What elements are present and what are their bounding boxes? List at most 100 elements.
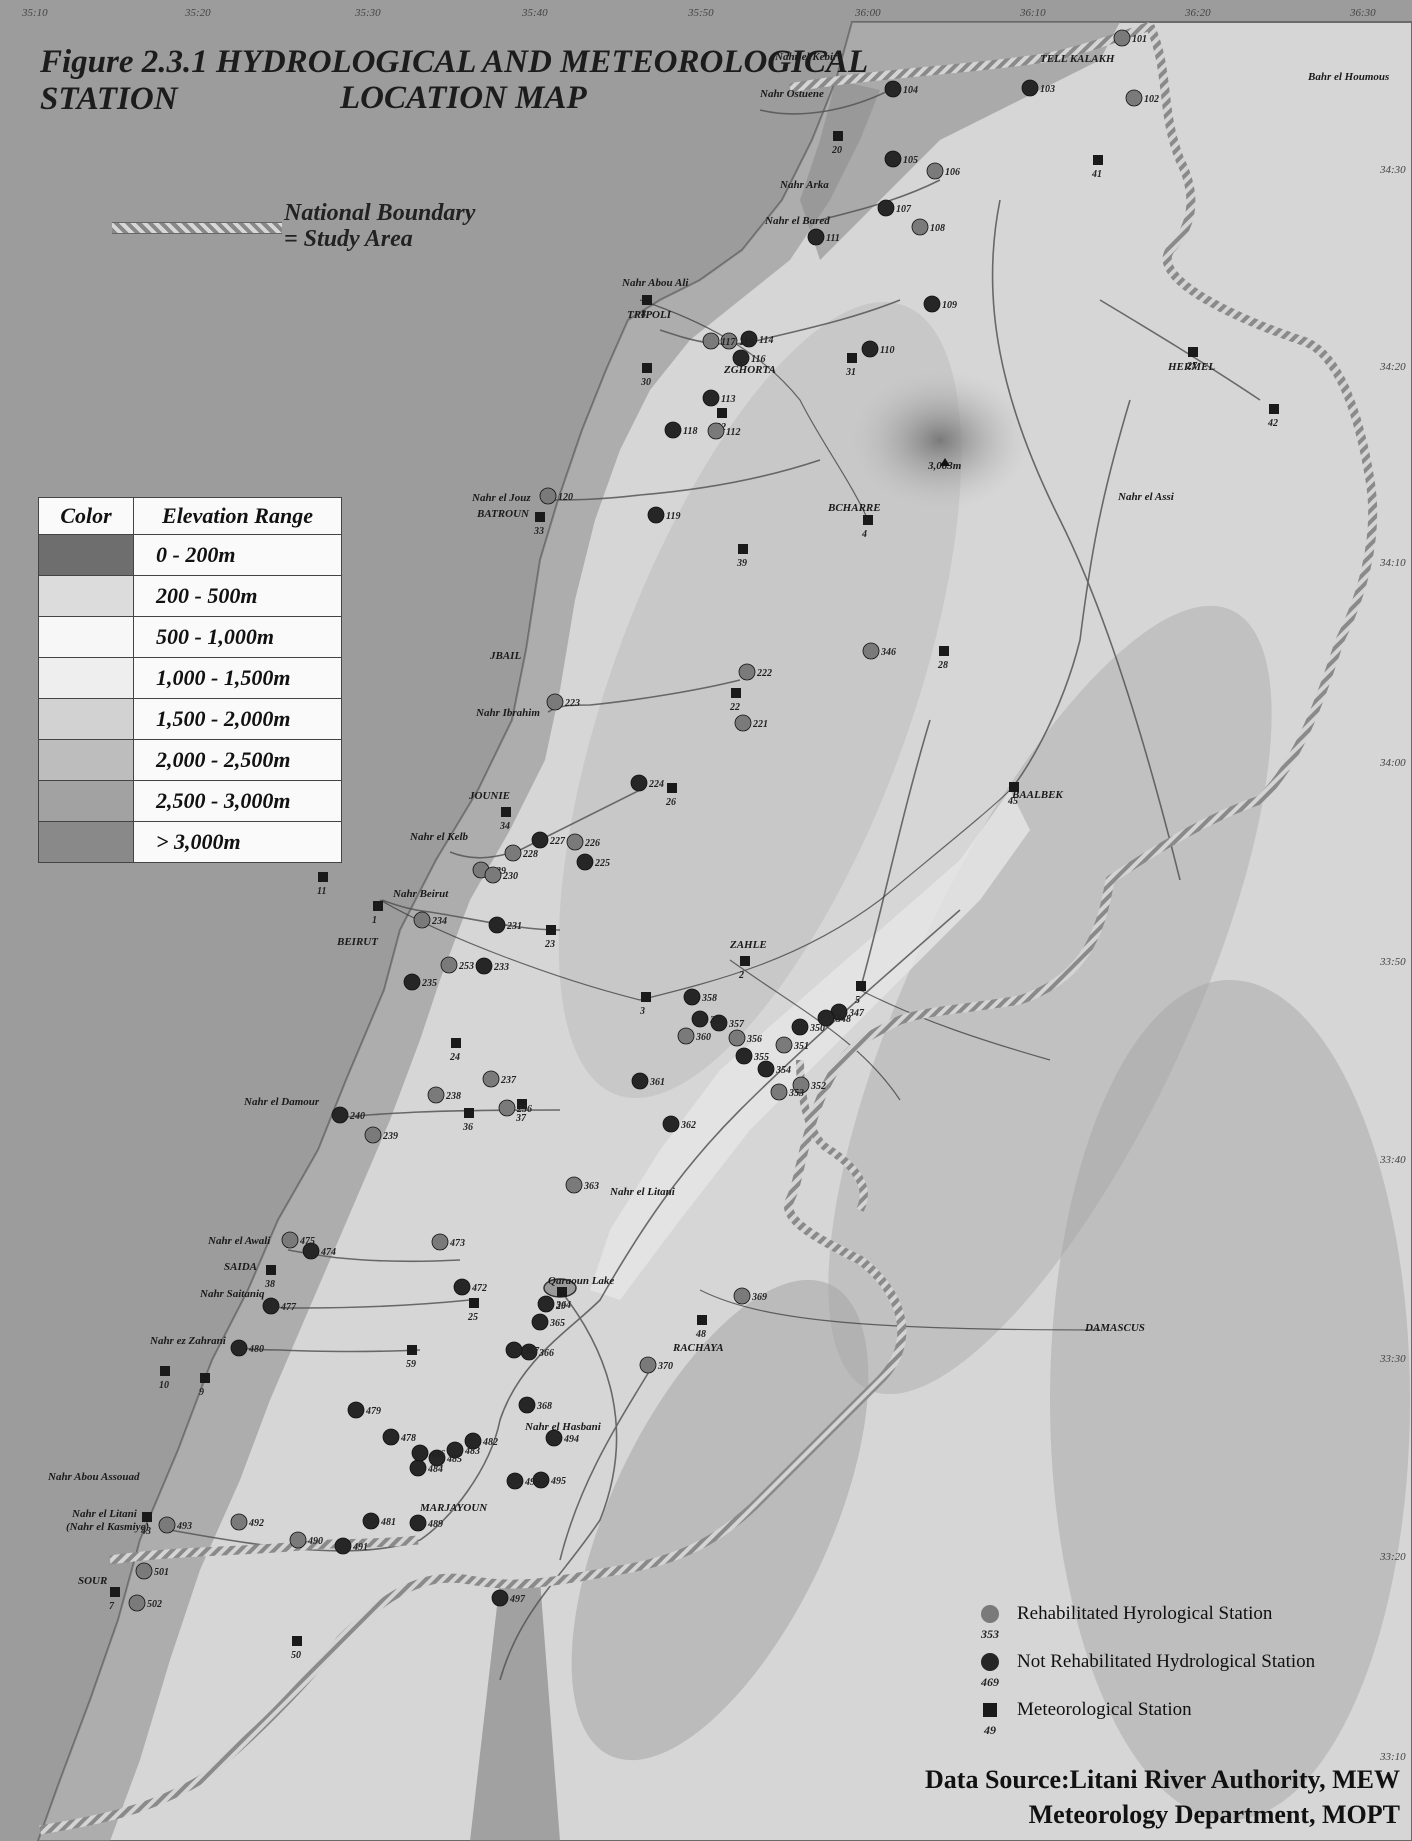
rehabilitated-station: 101 — [1113, 29, 1147, 47]
met-station-marker — [110, 1587, 120, 1597]
station-marker — [331, 1106, 349, 1124]
met-station-id: 28 — [937, 660, 948, 671]
met-station-marker — [501, 807, 511, 817]
elevation-swatch — [38, 698, 134, 740]
station-marker — [413, 911, 431, 929]
meteorological-station: 9 — [199, 1373, 210, 1398]
met-station-marker — [1093, 155, 1103, 165]
station-marker — [135, 1562, 153, 1580]
meteorological-station: 22 — [729, 688, 741, 713]
elevation-row: 500 - 1,000m — [38, 616, 342, 658]
elevation-range-label: 1,000 - 1,500m — [133, 657, 342, 699]
station-marker — [631, 1072, 649, 1090]
station-marker — [861, 340, 879, 358]
station-marker — [630, 774, 648, 792]
not-rehabilitated-station: 355 — [735, 1047, 769, 1065]
meteorological-station: 29 — [555, 1287, 567, 1312]
elevation-legend-header: Color Elevation Range — [38, 497, 342, 535]
station-id: 480 — [248, 1344, 264, 1355]
not-rehabilitated-station: 486 — [411, 1444, 445, 1462]
met-station-marker — [517, 1099, 527, 1109]
not-rehabilitated-station: 365 — [531, 1313, 565, 1331]
station-marker — [230, 1513, 248, 1531]
rehabilitated-station: 106 — [926, 162, 960, 180]
legend-row-not-rehabilitated: 469 Not Rehabilitated Hydrological Stati… — [975, 1649, 1395, 1689]
coord-tick-right: 34:10 — [1379, 557, 1406, 569]
rehabilitated-station: 502 — [128, 1594, 162, 1612]
met-station-id: 2 — [738, 970, 744, 981]
rehabilitated-station: 360 — [677, 1027, 711, 1045]
station-marker — [923, 295, 941, 313]
coord-tick-top: 35:40 — [521, 7, 548, 19]
rehabilitated-station: 351 — [775, 1036, 809, 1054]
station-marker — [453, 1278, 471, 1296]
station-marker — [740, 330, 758, 348]
station-id: 108 — [930, 223, 945, 234]
meteorological-station: 34 — [499, 807, 511, 832]
place-name-label: Nahr el Litani — [609, 1186, 676, 1198]
meteorological-station: 42 — [1267, 404, 1279, 429]
coastal-lowland — [38, 80, 880, 1841]
met-station-marker — [939, 646, 949, 656]
met-station-id: 42 — [1267, 418, 1278, 429]
not-rehabilitated-station: 491 — [334, 1537, 368, 1555]
meteorological-station: 23 — [544, 925, 556, 950]
station-id: 477 — [280, 1302, 297, 1313]
meteorological-station: 45 — [1007, 782, 1019, 807]
station-marker — [926, 162, 944, 180]
station-id: 475 — [299, 1236, 315, 1247]
not-rehabilitated-station: 104 — [884, 80, 918, 98]
not-rehabilitated-station: 118 — [664, 421, 697, 439]
station-id: 357 — [728, 1019, 745, 1030]
station-id: 353 — [788, 1088, 804, 1099]
met-station-id: 23 — [544, 939, 555, 950]
station-id: 346 — [880, 647, 896, 658]
not-rehabilitated-station-symbol — [981, 1653, 999, 1671]
not-rehabilitated-station: 474 — [302, 1242, 336, 1260]
meteorological-station: 38 — [264, 1265, 276, 1290]
station-id: 117 — [721, 337, 736, 348]
station-marker — [1125, 89, 1143, 107]
place-name-label: Nahr Arka — [779, 179, 829, 191]
not-rehabilitated-station: 483 — [446, 1441, 480, 1459]
rehabilitated-station: 117 — [702, 332, 736, 350]
place-name-label: ZAHLE — [729, 939, 767, 951]
met-station-id: 50 — [291, 1650, 301, 1661]
coord-tick-right: 33:50 — [1379, 956, 1406, 968]
station-id: 240 — [349, 1111, 365, 1122]
station-id: 473 — [449, 1238, 465, 1249]
rehabilitated-station: 490 — [289, 1531, 323, 1549]
station-marker — [710, 1014, 728, 1032]
station-marker — [862, 642, 880, 660]
station-id: 111 — [826, 233, 840, 244]
place-name-label: (Nahr el Kasmiye) — [66, 1521, 149, 1533]
not-rehabilitated-station: 110 — [861, 340, 894, 358]
met-station-marker — [697, 1315, 707, 1325]
not-rehabilitated-station: 107 — [877, 199, 912, 217]
rehabilitated-station: 221 — [734, 714, 768, 732]
met-station-id: 39 — [736, 558, 747, 569]
rehabilitated-station: 493 — [158, 1516, 192, 1534]
elevation-range-label: 0 - 200m — [133, 534, 342, 576]
station-id: 225 — [594, 858, 610, 869]
legend-label-meteorological: Meteorological Station — [1017, 1699, 1192, 1720]
met-station-id: 33 — [533, 526, 544, 537]
station-id: 486 — [429, 1449, 445, 1460]
rehabilitated-station: 226 — [566, 833, 600, 851]
coord-tick-top: 35:20 — [184, 7, 211, 19]
met-station-marker — [717, 408, 727, 418]
station-id: 238 — [445, 1091, 461, 1102]
rehabilitated-station: 352 — [792, 1076, 826, 1094]
place-name-label: Nahr Beirut — [392, 888, 449, 900]
station-id: 102 — [1144, 94, 1159, 105]
place-name-label: Nahr Saitaniq — [199, 1288, 265, 1300]
meteorological-station: 4 — [861, 515, 873, 540]
station-marker — [347, 1401, 365, 1419]
elevation-range-label: 200 - 500m — [133, 575, 342, 617]
rehabilitated-station: 223 — [546, 693, 580, 711]
elevation-swatch — [38, 575, 134, 617]
rehabilitated-station: 369 — [733, 1287, 767, 1305]
station-id: 109 — [942, 300, 957, 311]
anti-lebanon-range — [828, 605, 1272, 1395]
